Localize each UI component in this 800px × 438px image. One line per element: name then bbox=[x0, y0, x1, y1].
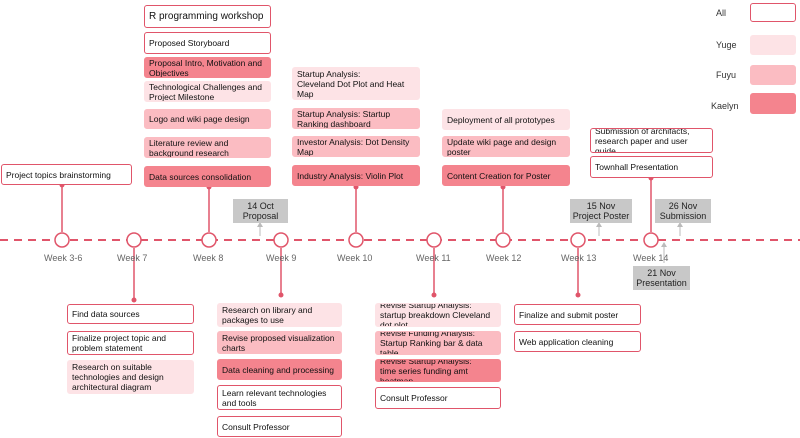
week-label: Week 7 bbox=[117, 253, 148, 263]
task-consult-professor-2: Consult Professor bbox=[375, 387, 501, 409]
connector-dot bbox=[575, 292, 581, 298]
task-startup-ranking: Startup Analysis: Startup Ranking dashbo… bbox=[292, 108, 420, 129]
legend-label-yuge: Yuge bbox=[716, 40, 737, 50]
task-find-data: Find data sources bbox=[67, 304, 194, 324]
week-label: Week 10 bbox=[337, 253, 373, 263]
legend-swatch-yuge bbox=[750, 35, 796, 55]
week-node bbox=[348, 232, 364, 248]
task-industry-violin: Industry Analysis: Violin Plot bbox=[292, 165, 420, 186]
week-label: Week 13 bbox=[561, 253, 597, 263]
milestone-project-poster: 15 Nov Project Poster bbox=[570, 199, 632, 223]
legend-label-all: All bbox=[716, 8, 727, 18]
task-r-workshop: R programming workshop bbox=[144, 5, 271, 28]
week-label: Week 14 bbox=[633, 253, 669, 263]
week-label: Week 8 bbox=[193, 253, 224, 263]
task-storyboard: Proposed Storyboard bbox=[144, 32, 271, 54]
task-revise-startup-timeseries: Revise Startup Analysis: time series fun… bbox=[375, 359, 501, 382]
task-submission-artifacts: Submission of archifacts, research paper… bbox=[590, 128, 713, 153]
task-revise-viz: Revise proposed visualization charts bbox=[217, 331, 342, 354]
week-node bbox=[570, 232, 586, 248]
task-consult-professor-1: Consult Professor bbox=[217, 416, 342, 437]
task-research-library: Research on library and packages to use bbox=[217, 303, 342, 327]
week-label: Week 11 bbox=[416, 253, 451, 263]
milestone-arrow-head bbox=[596, 222, 602, 227]
milestone-arrow-head bbox=[257, 222, 263, 227]
connector-dot bbox=[278, 292, 284, 298]
legend-swatch-all bbox=[750, 3, 796, 22]
milestone-proposal: 14 Oct Proposal bbox=[233, 199, 288, 223]
week-label: Week 12 bbox=[486, 253, 522, 263]
task-finalize-topic: Finalize project topic and problem state… bbox=[67, 331, 194, 355]
week-node bbox=[126, 232, 142, 248]
task-tech-challenges: Technological Challenges and Project Mil… bbox=[144, 81, 271, 102]
week-node bbox=[426, 232, 442, 248]
task-content-poster: Content Creation for Poster bbox=[442, 165, 570, 186]
task-learn-tech: Learn relevant technologies and tools bbox=[217, 385, 342, 410]
task-data-cleaning: Data cleaning and processing bbox=[217, 359, 342, 380]
task-update-wiki: Update wiki page and design poster bbox=[442, 136, 570, 157]
milestone-arrow-head bbox=[677, 222, 683, 227]
task-deployment: Deployment of all prototypes bbox=[442, 109, 570, 130]
connector-dot bbox=[131, 297, 137, 303]
task-townhall: Townhall Presentation bbox=[590, 156, 713, 178]
week-node bbox=[201, 232, 217, 248]
milestone-presentation: 21 Nov Presentation bbox=[633, 266, 690, 290]
week-node bbox=[495, 232, 511, 248]
task-lit-review: Literature review and background researc… bbox=[144, 137, 271, 158]
task-investor-density: Investor Analysis: Dot Density Map bbox=[292, 136, 420, 157]
legend-label-fuyu: Fuyu bbox=[716, 70, 737, 80]
task-revise-startup: Revise Startup Analysis: startup breakdo… bbox=[375, 303, 501, 327]
task-revise-funding: Revise Funding Analysis: Startup Ranking… bbox=[375, 331, 501, 355]
task-proposal-intro: Proposal Intro, Motivation and Objective… bbox=[144, 57, 271, 78]
task-data-sources-consolidation: Data sources consolidation bbox=[144, 166, 271, 187]
week-label: Week 9 bbox=[266, 253, 297, 263]
task-web-cleaning: Web application cleaning bbox=[514, 331, 641, 352]
week-node bbox=[273, 232, 289, 248]
legend-label-kaelyn: Kaelyn bbox=[711, 101, 739, 111]
connector-dot bbox=[431, 292, 437, 298]
legend-swatch-kaelyn bbox=[750, 93, 796, 114]
week-node bbox=[54, 232, 70, 248]
task-startup-cleveland: Startup Analysis: Cleveland Dot Plot and… bbox=[292, 67, 420, 100]
task-brainstorm: Project topics brainstorming bbox=[1, 164, 132, 185]
week-label: Week 3-6 bbox=[44, 253, 83, 263]
milestone-submission: 26 Nov Submission bbox=[655, 199, 711, 223]
task-research-tech: Research on suitable technologies and de… bbox=[67, 360, 194, 394]
task-logo-wiki: Logo and wiki page design bbox=[144, 109, 271, 129]
milestone-arrow-head bbox=[661, 242, 667, 247]
week-node bbox=[643, 232, 659, 248]
task-finalize-poster: Finalize and submit poster bbox=[514, 304, 641, 325]
legend-swatch-fuyu bbox=[750, 65, 796, 85]
